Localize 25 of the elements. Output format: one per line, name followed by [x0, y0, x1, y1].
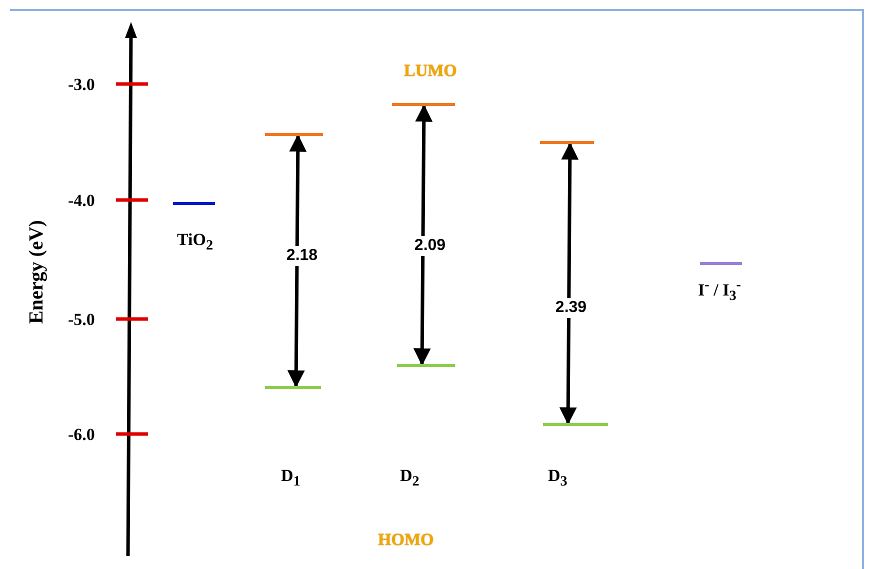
axis-title: Energy (eV) [26, 220, 48, 324]
lumo-level [392, 103, 455, 106]
tick-label: -5.0 [68, 310, 95, 330]
lumo-level [265, 133, 323, 136]
band-label: LUMO [404, 61, 457, 81]
homo-level [397, 364, 455, 367]
gap-value: 2.39 [553, 298, 589, 318]
double-arrow [287, 134, 307, 388]
energy-level [173, 202, 215, 205]
lumo-level [540, 141, 594, 144]
tick-label: -3.0 [68, 75, 95, 95]
level-label: TiO$_{2}$ [177, 230, 214, 254]
band-label: HOMO [378, 530, 434, 550]
dye-label: D$_{3}$ [548, 466, 568, 490]
tick-label: -4.0 [68, 191, 95, 211]
energy-level [700, 262, 742, 265]
dye-label: D$_{2}$ [400, 466, 420, 490]
homo-level [543, 423, 608, 426]
double-arrow [413, 104, 433, 366]
gap-value: 2.09 [412, 236, 448, 256]
gap-value: 2.18 [284, 246, 320, 266]
double-arrow [559, 142, 579, 425]
dye-label: D$_{1}$ [281, 466, 300, 490]
tick-label: -6.0 [68, 425, 95, 445]
homo-level [265, 386, 321, 389]
